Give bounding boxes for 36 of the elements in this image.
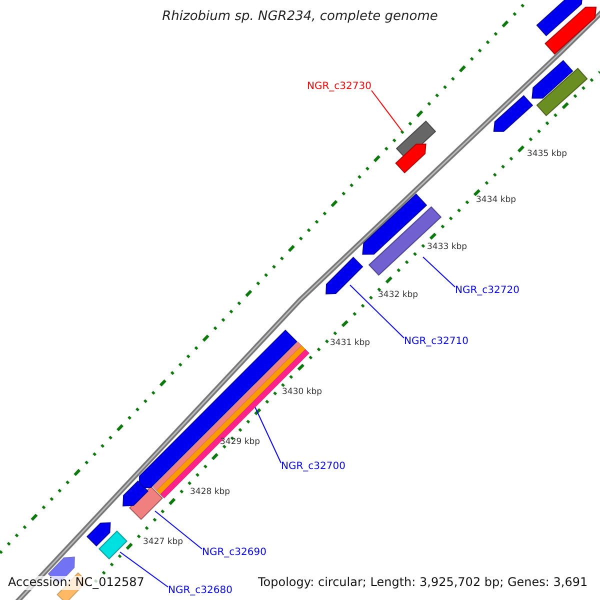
leader-line: [154, 510, 202, 550]
gene-label: NGR_c32720: [455, 285, 520, 296]
scale-label: 3431 kbp: [330, 339, 370, 349]
title: Rhizobium sp. NGR234, complete genome: [161, 10, 439, 25]
gene-label: NGR_c32680: [168, 585, 232, 596]
gene-feature: [122, 480, 148, 506]
leader-line: [120, 552, 168, 588]
gene-feature: [536, 68, 588, 116]
scale-label: 3432 kbp: [378, 291, 418, 301]
scale-label: 3429 kbp: [220, 438, 260, 448]
gene-feature: [98, 530, 128, 560]
gene-feature: [362, 194, 428, 255]
gene-feature: [86, 522, 111, 546]
scale-label: 3430 kbp: [282, 388, 322, 398]
gene-feature: [532, 60, 574, 99]
gene-feature: [326, 256, 364, 294]
gene-feature: [493, 95, 534, 132]
scale-label: 3435 kbp: [527, 150, 568, 160]
leader-line: [422, 256, 456, 288]
gene-label: NGR_c32710: [404, 336, 468, 348]
gene-label: NGR_c32730: [307, 81, 372, 92]
info-text: Topology: circular; Length: 3,925,702 bp; Genes: 3,691: [258, 576, 588, 590]
leader-line: [254, 406, 282, 464]
scale-label: 3434 kbp: [476, 196, 516, 206]
gene-feature: [395, 144, 426, 174]
gene-feature: [544, 6, 597, 55]
leader-line: [350, 284, 404, 338]
leader-line: [371, 90, 402, 132]
gene-feature: [536, 0, 583, 36]
gene-feature: [129, 486, 163, 520]
scale-label: 3428 kbp: [190, 488, 230, 498]
scale-label: 3433 kbp: [427, 243, 468, 253]
info-text: Accession: NC_012587: [8, 576, 144, 590]
gene-label: NGR_c32700: [281, 461, 346, 472]
scale-label: 3427 kbp: [143, 538, 184, 548]
gene-label: NGR_c32690: [202, 547, 266, 558]
